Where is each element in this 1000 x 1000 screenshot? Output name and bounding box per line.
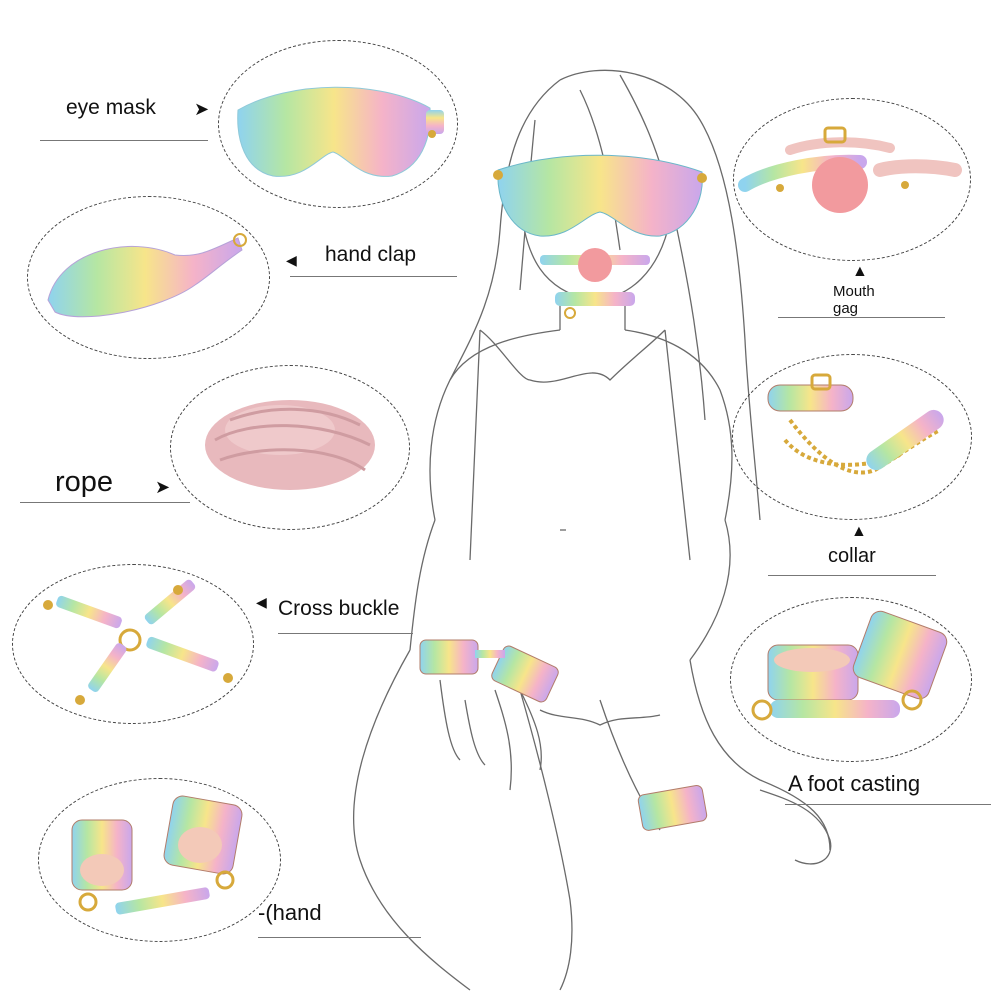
arrow-right-icon: ➤ (155, 477, 171, 497)
figure-eye-mask (493, 154, 707, 237)
rope-underline (20, 502, 190, 503)
mouth-gag-label-line1: Mouth (833, 283, 875, 300)
arrow-up-icon: ▲ (851, 523, 867, 540)
hand-cuffs-label: -(hand (258, 900, 322, 925)
cross-buckle-oval (12, 564, 254, 724)
hand-clap-underline (290, 276, 457, 277)
mouth-gag-underline (778, 317, 945, 318)
collar-label: collar (828, 545, 876, 567)
rope-label: rope (55, 466, 114, 498)
foot-cuffs-oval (730, 597, 972, 762)
foot-casting-label: A foot casting (788, 771, 921, 796)
figure-ankle-cuff (637, 784, 708, 831)
figure-collar (555, 292, 635, 319)
cross-buckle-label: Cross buckle (278, 597, 400, 620)
hand-clap-oval (27, 196, 270, 359)
eye-mask-underline (40, 140, 208, 141)
cross-buckle-underline (278, 633, 413, 634)
eye-mask-oval (218, 40, 458, 208)
eye-mask-label: eye mask (66, 96, 156, 119)
hand-cuffs-underline (258, 937, 421, 938)
mouth-gag-label-line2: gag (833, 300, 859, 317)
figure-wrist-cuffs (419, 639, 559, 703)
arrow-left-icon: ◀ (256, 594, 267, 610)
rope-oval (170, 365, 410, 530)
hand-clap-label: hand clap (325, 243, 417, 266)
foot-casting-underline (785, 804, 991, 805)
collar-oval (732, 354, 972, 520)
mouth-gag-oval (733, 98, 971, 261)
arrow-up-icon: ▲ (852, 263, 868, 280)
hand-cuffs-oval (38, 778, 281, 942)
arrow-left-icon: ◀ (286, 252, 297, 268)
arrow-right-icon: ➤ (194, 99, 210, 119)
figure-mouth-gag (540, 248, 650, 282)
collar-underline (768, 575, 936, 576)
